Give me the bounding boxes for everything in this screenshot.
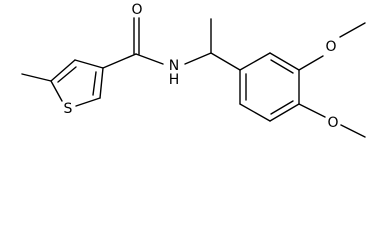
bond-o-top-methyl [339,22,366,38]
bond-s-c5 [50,80,63,102]
bond-c5-c4-inner [57,66,77,83]
bond-c3-c2-inner [92,71,97,96]
atom-label-thiophene-sulfur: S [64,101,73,117]
bond-o-bottom-methyl [340,124,366,138]
atom-label-methoxy-oxygen-bottom: O [327,115,338,131]
bond-n-ch [184,52,212,65]
atom-label-amide-hydrogen: H [169,72,180,88]
bond-ch-aryl [210,52,241,71]
bond-ar-2-3 [269,52,300,71]
bond-c2-s [75,97,101,107]
bond-ar-4-5-inner [270,100,294,115]
bond-c3-carbonyl [102,53,137,69]
bonds [21,17,366,138]
atom-label-carbonyl-oxygen: O [131,2,142,18]
bond-ar-2-3-inner [270,59,294,74]
atom-label-amide-nitrogen: N [169,58,179,74]
atom-label-methoxy-oxygen-top: O [325,39,336,55]
bond-c5-methyl [21,73,52,82]
bond-ar-5-6 [239,103,271,122]
bond-ar3-o-top [298,55,324,71]
atom-labels: O N H S O O [64,2,339,131]
bond-ar4-o-bottom [298,103,326,118]
bond-ar-1-2 [239,52,271,71]
bond-c3-c2 [99,67,104,99]
bond-c5-c4 [50,59,76,82]
bond-ar-4-5 [269,103,300,122]
bond-c4-c3 [74,59,104,69]
bond-carbonyl-n [135,53,164,65]
chemical-structure-diagram: O N H S O O [21,2,366,138]
